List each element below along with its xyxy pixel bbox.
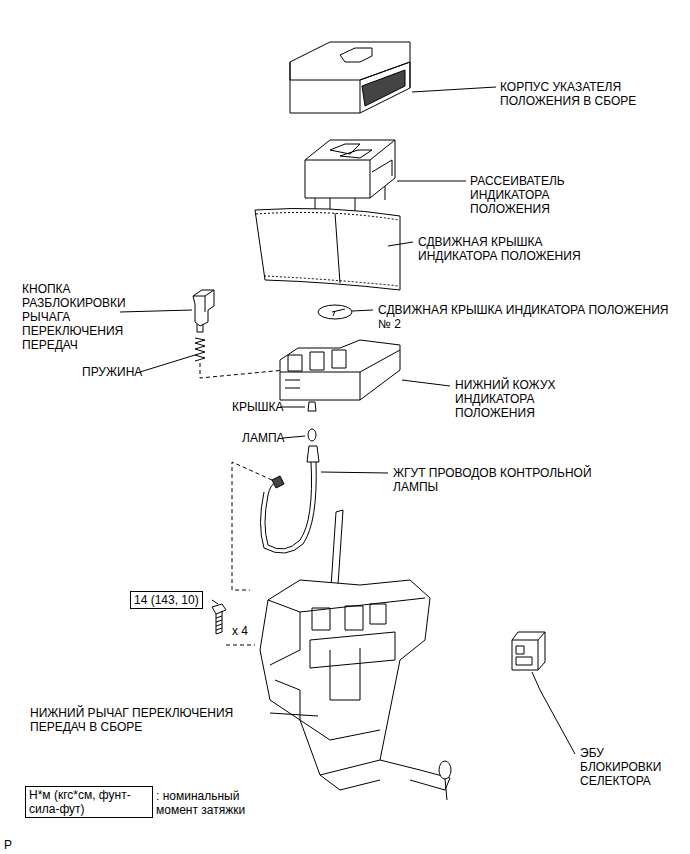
part-label: РАССЕИВАТЕЛЬ ИНДИКАТОРА ПОЛОЖЕНИЯ (470, 174, 570, 216)
part-label: : номинальный момент затяжки (156, 789, 261, 817)
leader-lines (120, 87, 575, 754)
sliding-cover-2 (318, 305, 352, 319)
torque-unit-box: Н*м (кгс*см, фунт-сила-фут) (25, 786, 153, 818)
part-label: ЭБУ БЛОКИРОВКИ СЕЛЕКТОРА (580, 746, 680, 788)
torque-value-box: 14 (143, 10) (130, 591, 203, 609)
part-label: СДВИЖНАЯ КРЫШКА ИНДИКАТОРА ПОЛОЖЕНИЯ (418, 235, 593, 263)
shift-lever-assembly (260, 510, 451, 800)
part-label: КОРПУС УКАЗАТЕЛЯ ПОЛОЖЕНИЯ В СБОРЕ (500, 80, 640, 108)
box-text: 14 (143, 10) (134, 593, 199, 607)
part-label: x 4 (232, 624, 272, 638)
part-label: КРЫШКА (232, 400, 282, 414)
indicator-diffuser (305, 140, 395, 215)
shift-lock-ecu (512, 632, 545, 670)
part-label: ПРУЖИНА (82, 365, 152, 379)
lower-indicator-cover (280, 340, 400, 400)
part-label: ЛАМПА (242, 431, 287, 445)
indicator-housing (290, 42, 410, 113)
lamp-wire-harness (232, 446, 319, 590)
part-label: КНОПКА РАЗБЛОКИРОВКИ РЫЧАГА ПЕРЕКЛЮЧЕНИЯ… (22, 282, 122, 352)
sliding-cover (255, 208, 400, 290)
part-label: СДВИЖНАЯ КРЫШКА ИНДИКАТОРА ПОЛОЖЕНИЯ № 2 (378, 303, 683, 331)
part-label: НИЖНИЙ КОЖУХ ИНДИКАТОРА ПОЛОЖЕНИЯ (455, 378, 565, 420)
release-button (193, 290, 285, 378)
part-label: НИЖНИЙ РЫЧАГ ПЕРЕКЛЮЧЕНИЯ ПЕРЕДАЧ В СБОР… (30, 706, 270, 734)
box-text: Н*м (кгс*см, фунт-сила-фут) (29, 788, 149, 816)
cap-and-lamp (308, 402, 316, 441)
part-label: P (4, 838, 24, 852)
part-label: ЖГУТ ПРОВОДОВ КОНТРОЛЬНОЙ ЛАМПЫ (393, 466, 623, 494)
